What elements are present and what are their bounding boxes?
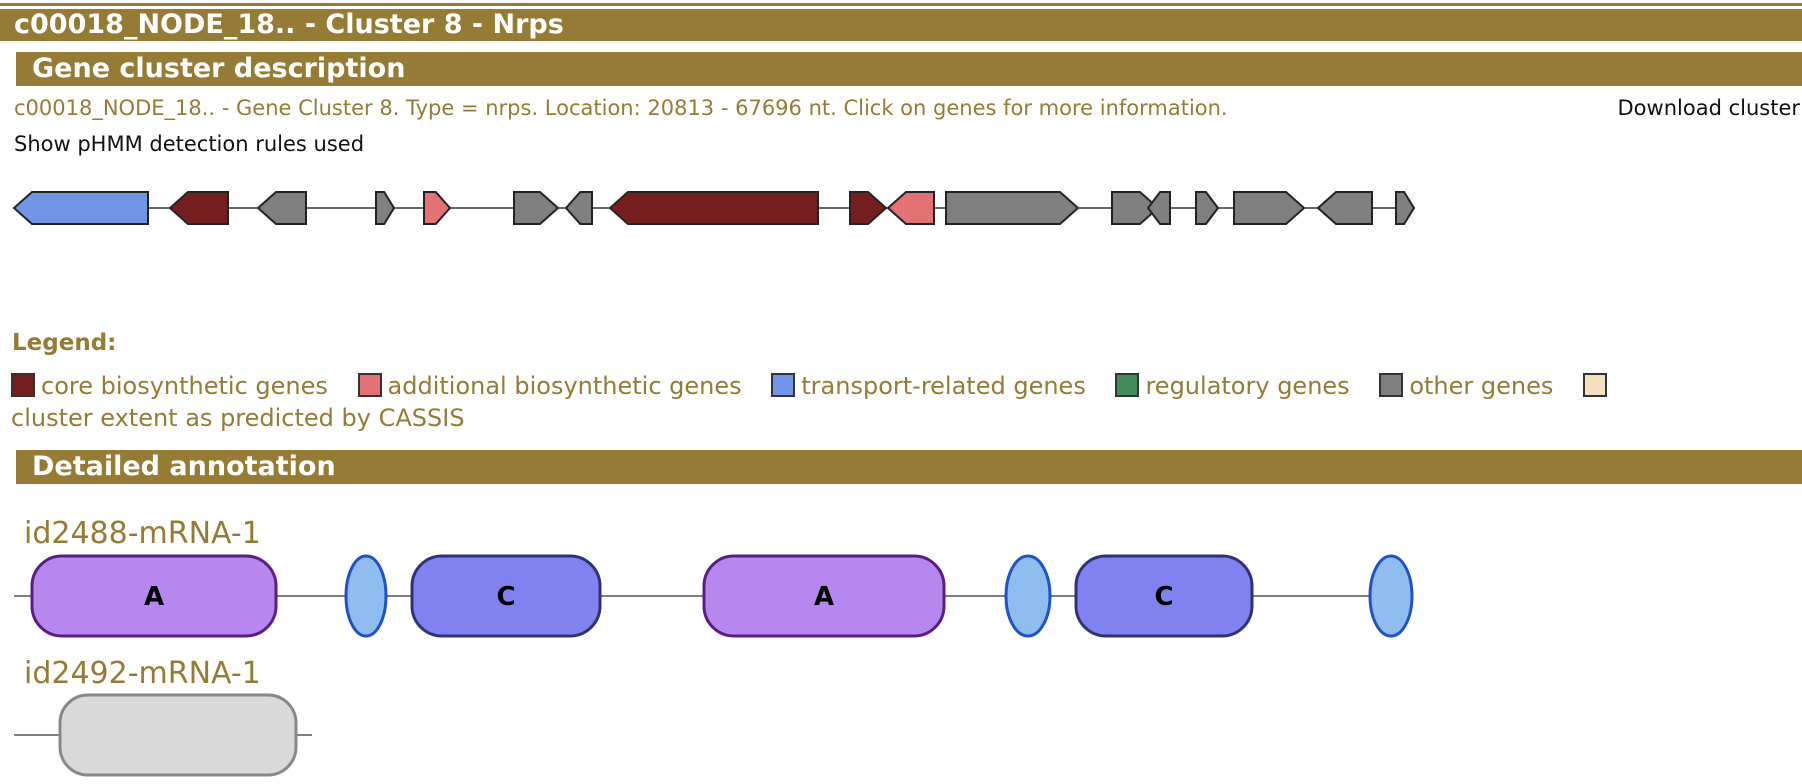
legend-item: additional biosynthetic genes xyxy=(357,372,742,400)
legend-swatch xyxy=(357,373,382,397)
cluster-gene-arrow[interactable] xyxy=(1195,191,1220,225)
legend-swatch xyxy=(1379,373,1404,397)
domain-label: C xyxy=(1154,582,1173,612)
download-cluster-link[interactable]: Download cluster xyxy=(1617,96,1800,120)
cluster-gene-map xyxy=(12,191,1416,225)
cluster-gene-arrow[interactable] xyxy=(168,191,229,225)
legend-item: transport-related genes xyxy=(771,372,1086,400)
legend-item: core biosynthetic genes xyxy=(11,372,328,400)
legend-label: other genes xyxy=(1409,372,1554,400)
domain-c-box[interactable] xyxy=(410,554,602,638)
cluster-description: c00018_NODE_18.. - Gene Cluster 8. Type … xyxy=(14,96,1228,120)
legend-label: core biosynthetic genes xyxy=(41,372,328,400)
gene-name-1[interactable]: id2488-mRNA-1 xyxy=(24,516,261,551)
cluster-gene-arrow[interactable] xyxy=(608,191,819,225)
domain-c-box[interactable] xyxy=(1074,554,1254,638)
cluster-gene-arrow[interactable] xyxy=(886,191,935,225)
domain-t-oval[interactable] xyxy=(344,554,388,638)
domain-t-oval[interactable] xyxy=(1368,554,1414,638)
domain-a-box[interactable] xyxy=(30,554,278,638)
legend-label: transport-related genes xyxy=(801,372,1086,400)
cluster-gene-arrow[interactable] xyxy=(423,191,452,225)
detailed-annotation-heading: Detailed annotation xyxy=(16,450,1802,484)
domain-label: A xyxy=(144,582,164,612)
cluster-gene-arrow[interactable] xyxy=(1316,191,1373,225)
domain-label: A xyxy=(814,582,834,612)
domain-t-oval[interactable] xyxy=(1004,554,1052,638)
domain-a-box[interactable] xyxy=(702,554,946,638)
gene-name-2[interactable]: id2492-mRNA-1 xyxy=(24,656,261,691)
gene-2-domain-track xyxy=(14,693,312,777)
cluster-gene-arrow[interactable] xyxy=(1111,191,1160,225)
cluster-gene-arrow[interactable] xyxy=(513,191,560,225)
legend-swatch xyxy=(1115,373,1140,397)
cluster-gene-arrow[interactable] xyxy=(1395,191,1416,225)
domain-unknown-box[interactable] xyxy=(58,693,298,777)
cluster-gene-arrow[interactable] xyxy=(564,191,593,225)
cluster-gene-arrow[interactable] xyxy=(375,191,396,225)
top-rule xyxy=(0,3,1802,6)
cluster-gene-arrow[interactable] xyxy=(1146,191,1171,225)
cluster-gene-arrow[interactable] xyxy=(1233,191,1306,225)
legend-label: cluster extent as predicted by CASSIS xyxy=(11,404,465,432)
legend-item xyxy=(1583,372,1613,400)
domain-label: C xyxy=(496,582,515,612)
description-heading: Gene cluster description xyxy=(16,52,1802,86)
legend-swatch xyxy=(11,373,35,397)
show-phmm-rules-link[interactable]: Show pHMM detection rules used xyxy=(14,132,365,156)
cluster-gene-arrow[interactable] xyxy=(849,191,888,225)
legend-swatch xyxy=(771,373,796,397)
legend-item: other genes xyxy=(1379,372,1553,400)
cluster-gene-arrow[interactable] xyxy=(945,191,1080,225)
cluster-gene-arrow[interactable] xyxy=(12,191,149,225)
page-title: c00018_NODE_18.. - Cluster 8 - Nrps xyxy=(0,9,1802,41)
legend-label: regulatory genes xyxy=(1145,372,1350,400)
legend: core biosynthetic genes additional biosy… xyxy=(11,370,1771,434)
legend-label: additional biosynthetic genes xyxy=(387,372,742,400)
legend-item: regulatory genes xyxy=(1115,372,1350,400)
cluster-gene-arrow[interactable] xyxy=(256,191,307,225)
legend-swatch xyxy=(1583,373,1607,397)
legend-title: Legend: xyxy=(12,330,117,356)
